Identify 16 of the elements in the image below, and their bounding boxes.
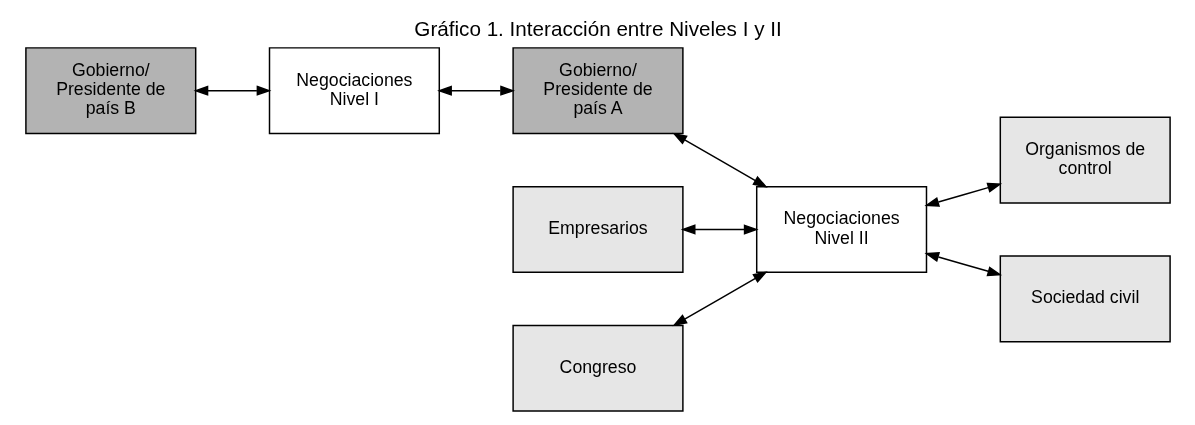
node-box: Negociaciones Nivel II [755, 185, 927, 274]
node-box: Empresarios [511, 185, 684, 274]
diagram-title: Gráfico 1. Interacción entre Niveles I y II [413, 17, 782, 41]
node-box: Gobierno/ Presidente de país A [511, 47, 684, 135]
arrow [923, 252, 1002, 277]
node-box: Gobierno/ Presidente de país B [24, 47, 196, 135]
arrow [671, 132, 768, 188]
node-box: Sociedad civil [999, 255, 1171, 343]
arrow [193, 85, 271, 96]
arrow [436, 85, 515, 96]
arrow [671, 271, 768, 327]
node-box: Organismos de control [999, 116, 1171, 204]
arrow [923, 182, 1002, 207]
node-box: Congreso [511, 324, 684, 412]
node-box: Negociaciones Nivel I [268, 47, 440, 135]
arrow [680, 224, 759, 235]
